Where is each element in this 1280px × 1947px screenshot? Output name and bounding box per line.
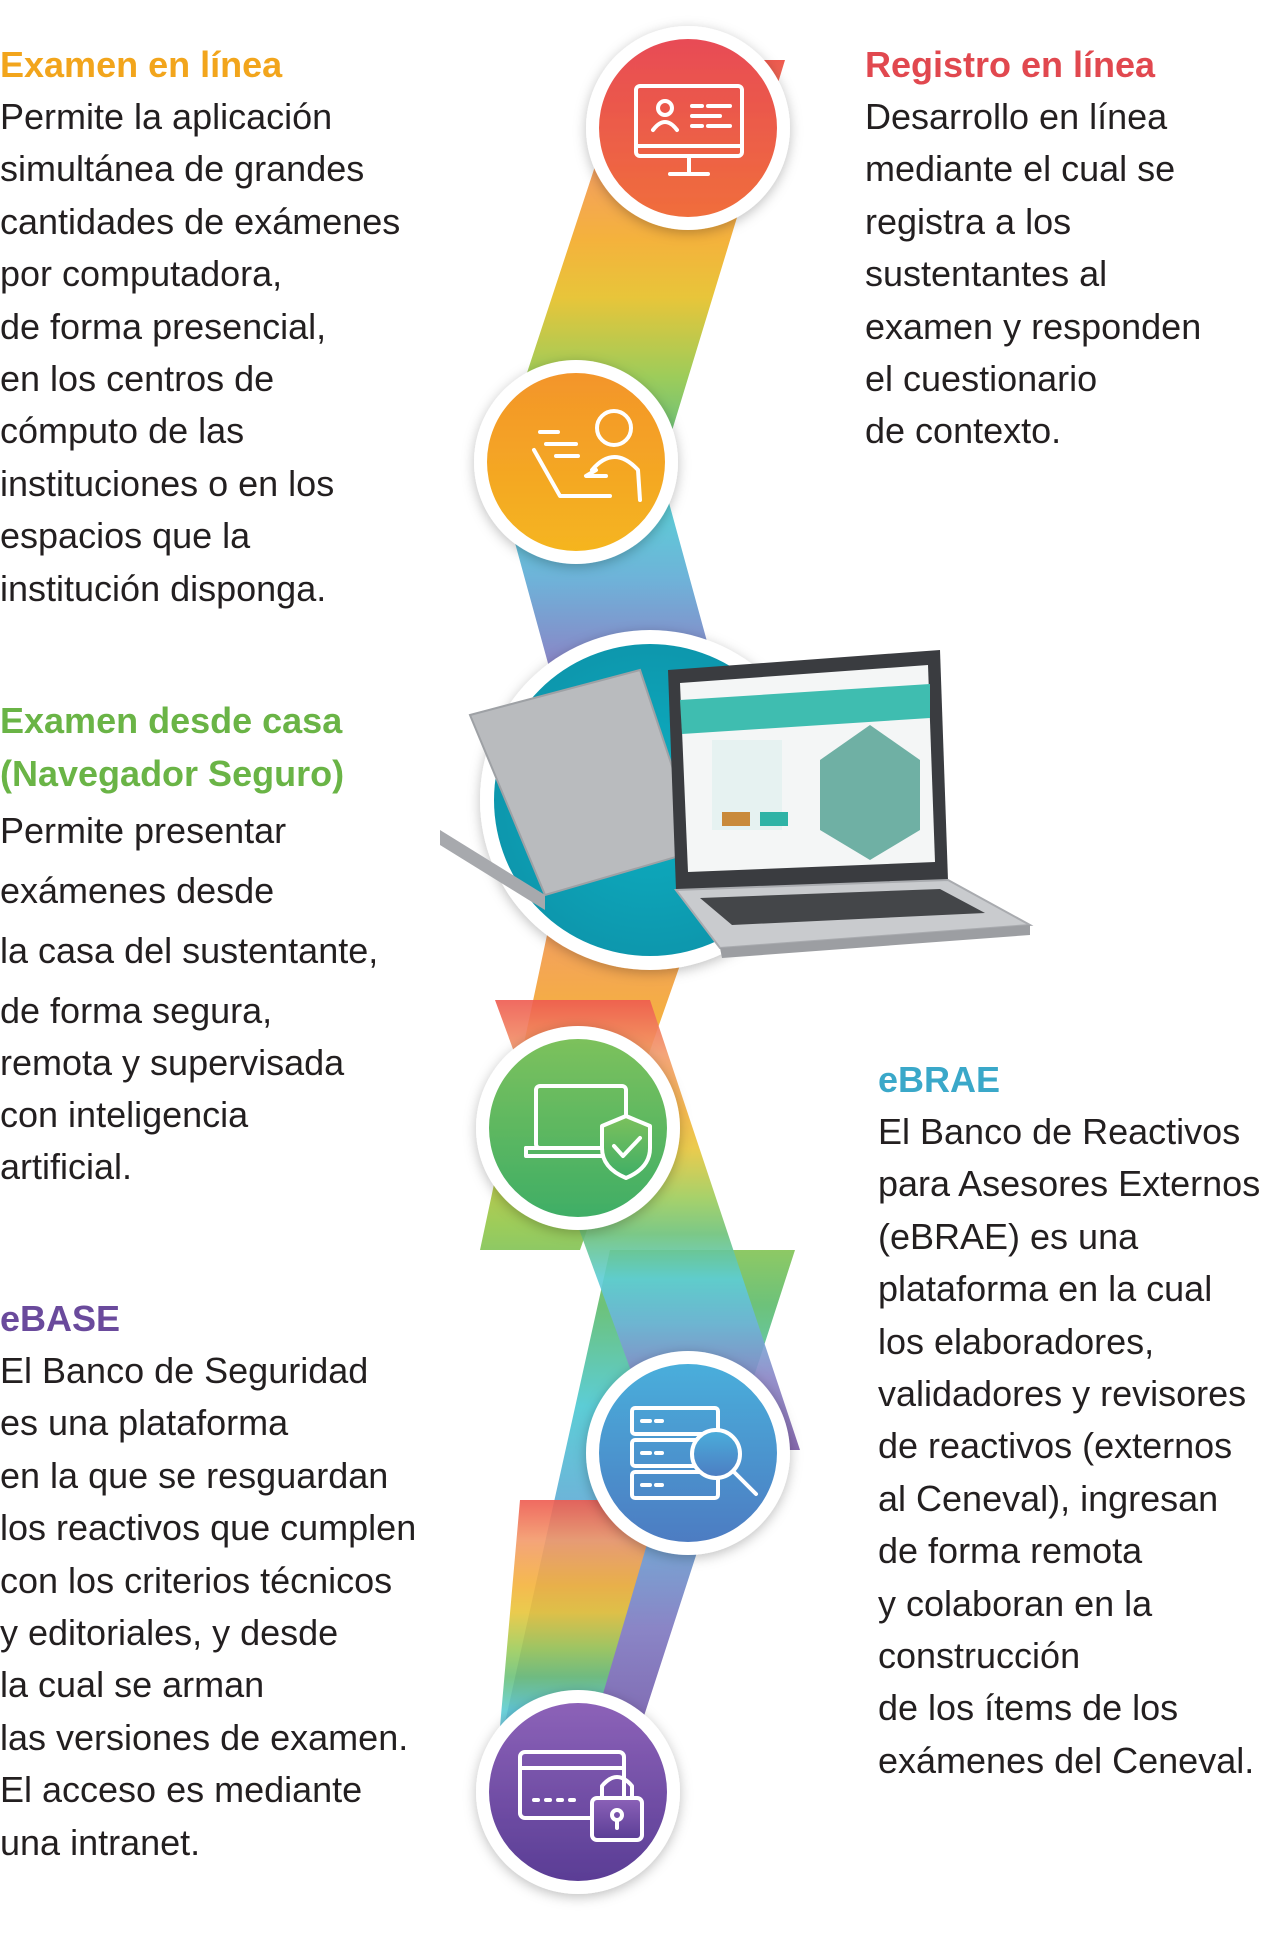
examen-casa-line: remota y supervisada: [0, 1042, 345, 1083]
examen-linea-line: Permite la aplicación: [0, 96, 333, 137]
examen-linea-line: simultánea de grandes: [0, 148, 365, 190]
registro-linea-line: registra a los: [865, 200, 1072, 242]
examen-linea-text: Permite la aplicación simultánea de gran…: [0, 91, 460, 615]
ebrae-line: (eBRAE) es una: [878, 1215, 1139, 1257]
ebase-line: con los criterios técnicos: [0, 1559, 393, 1601]
ebrae-line: los elaboradores,: [878, 1320, 1155, 1362]
ebase-text: El Banco de Seguridad es una plataforma …: [0, 1345, 470, 1869]
ebase-line: El acceso es mediante: [0, 1769, 363, 1811]
ebrae-line: de los ítems de los: [878, 1687, 1179, 1729]
examen-casa-line: Permite presentar: [0, 810, 287, 851]
ebrae-title: eBRAE: [878, 1059, 1001, 1100]
examen-casa-text: Permite presentar exámenes desde la casa…: [0, 802, 430, 1195]
step6-circle: [476, 1690, 680, 1894]
ebase-line: los reactivos que cumplen: [0, 1507, 417, 1549]
ebrae-line: y colaboran en la: [878, 1582, 1153, 1624]
ebase-line: una intranet.: [0, 1821, 201, 1863]
registro-linea-title: Registro en línea: [865, 44, 1156, 85]
examen-casa-title-line2: (Navegador Seguro): [0, 753, 345, 794]
ebrae-line: El Banco de Reactivos: [878, 1111, 1241, 1152]
ebase-line: en la que se resguardan: [0, 1454, 389, 1496]
registro-linea-line: mediante el cual se: [865, 148, 1176, 190]
registro-linea-line: examen y responden: [865, 305, 1202, 347]
ebrae-line: de forma remota: [878, 1530, 1143, 1572]
examen-casa-line: de forma segura,: [0, 990, 273, 1031]
laptop-screen-icon: [440, 650, 1034, 958]
examen-linea-line: de forma presencial,: [0, 305, 327, 347]
ebrae-line: de reactivos (externos: [878, 1425, 1233, 1467]
ebase-line: las versiones de examen.: [0, 1716, 409, 1758]
step5-circle: [586, 1351, 790, 1555]
examen-casa-line: exámenes desde: [0, 870, 275, 911]
ebrae-line: exámenes del Ceneval.: [878, 1739, 1255, 1781]
card-padlock-icon: [518, 1750, 644, 1842]
ebase-line: es una plataforma: [0, 1402, 289, 1444]
ebase-section: eBASE El Banco de Seguridad es una plata…: [0, 1292, 470, 1869]
ebase-line: la cual se arman: [0, 1664, 265, 1706]
examen-linea-section: Examen en línea Permite la aplicación si…: [0, 38, 460, 615]
person-at-laptop-icon: [532, 409, 642, 502]
examen-linea-line: cómputo de las: [0, 410, 245, 452]
registro-linea-line: el cuestionario: [865, 358, 1098, 400]
ebase-line: El Banco de Seguridad: [0, 1350, 369, 1391]
ebrae-text: El Banco de Reactivos para Asesores Exte…: [878, 1106, 1278, 1787]
examen-linea-title: Examen en línea: [0, 44, 283, 85]
registro-linea-line: de contexto.: [865, 410, 1062, 452]
examen-linea-line: cantidades de exámenes: [0, 200, 401, 242]
examen-linea-line: en los centros de: [0, 358, 275, 400]
ebrae-section: eBRAE El Banco de Reactivos para Asesore…: [878, 1053, 1278, 1787]
ebrae-line: validadores y revisores: [878, 1373, 1247, 1415]
registro-linea-section: Registro en línea Desarrollo en línea me…: [865, 38, 1275, 458]
examen-linea-line: por computadora,: [0, 253, 283, 295]
examen-linea-line: espacios que la: [0, 515, 251, 557]
ebrae-line: al Ceneval), ingresan: [878, 1477, 1219, 1519]
examen-casa-line: la casa del sustentante,: [0, 930, 379, 971]
monitor-user-profile-icon: [634, 84, 744, 176]
registro-linea-line: Desarrollo en línea: [865, 96, 1168, 137]
step2-circle: [474, 360, 678, 564]
examen-casa-section: Examen desde casa (Navegador Seguro) Per…: [0, 694, 430, 1195]
ebrae-line: construcción: [878, 1635, 1081, 1677]
examen-linea-line: institución disponga.: [0, 567, 327, 609]
ebrae-line: plataforma en la cual: [878, 1268, 1213, 1310]
ebrae-line: para Asesores Externos: [878, 1163, 1261, 1205]
examen-casa-line: con inteligencia: [0, 1094, 249, 1135]
examen-casa-title-line1: Examen desde casa: [0, 700, 343, 741]
step1-circle: [586, 26, 790, 230]
registro-linea-line: sustentantes al: [865, 253, 1108, 295]
examen-linea-line: instituciones o en los: [0, 462, 335, 504]
examen-casa-line: artificial.: [0, 1146, 133, 1187]
ebase-line: y editoriales, y desde: [0, 1612, 339, 1654]
ebase-title: eBASE: [0, 1298, 121, 1339]
registro-linea-text: Desarrollo en línea mediante el cual se …: [865, 91, 1275, 458]
laptop-shield-check-icon: [524, 1084, 652, 1180]
server-search-icon: [630, 1406, 758, 1500]
